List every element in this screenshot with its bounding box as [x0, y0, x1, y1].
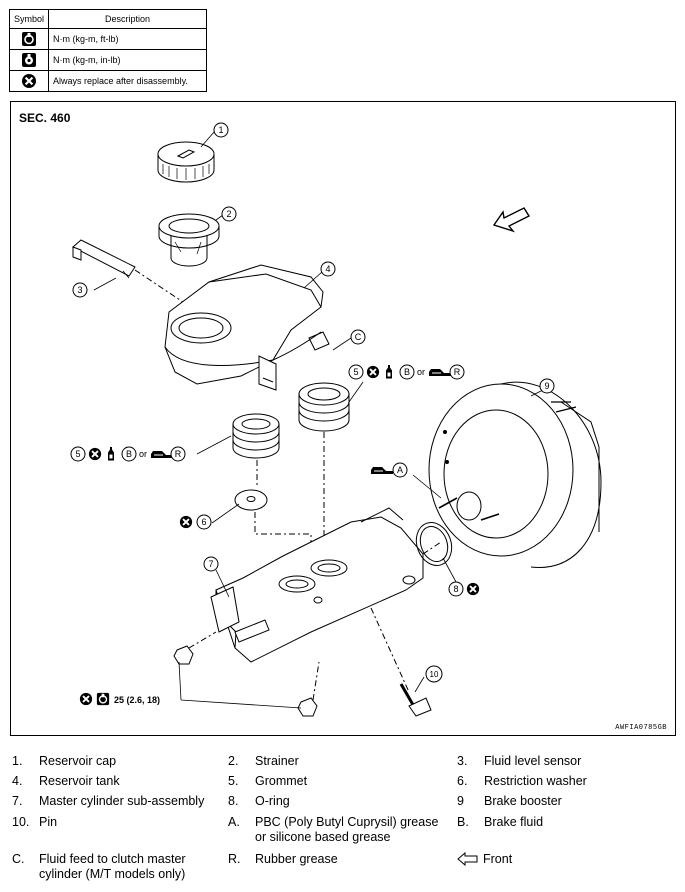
svg-text:R: R: [175, 449, 182, 459]
torque-nm-kgm-ftlb-icon: [96, 692, 110, 706]
always-replace-icon: [466, 582, 480, 596]
svg-text:R: R: [454, 367, 461, 377]
rubber-grease-icon: [151, 450, 173, 459]
svg-text:B: B: [404, 367, 410, 377]
list-item: C.Fluid feed to clutch master cylinder (…: [12, 852, 186, 881]
svg-text:4: 4: [325, 264, 330, 274]
svg-text:1: 1: [218, 125, 223, 135]
list-item: 10.Pin: [12, 815, 58, 829]
grommet-drawing: [232, 382, 350, 459]
brake-fluid-icon: [107, 446, 115, 461]
legend-row: N·m (kg-m, ft-lb): [8, 28, 207, 50]
svg-text:or: or: [139, 449, 147, 459]
restriction-washer-drawing: [234, 432, 325, 557]
list-item: 8.O-ring: [228, 794, 290, 808]
reservoir-cap-drawing: [157, 141, 215, 183]
list-item: Front: [457, 851, 668, 870]
reservoir-tank-drawing: [164, 264, 330, 391]
list-item: 2.Strainer: [228, 754, 299, 768]
torque-nm-kgm-inlb-icon: [8, 49, 50, 71]
rubber-grease-icon: [429, 368, 451, 377]
svg-text:3: 3: [77, 285, 82, 295]
svg-text:6: 6: [201, 517, 206, 527]
list-item: 6.Restriction washer: [457, 774, 587, 788]
exploded-diagram: 1 2 3 4 C 9 7 10 5 B or R 5 B or R: [10, 101, 676, 736]
legend-description: N·m (kg-m, in-lb): [48, 49, 207, 71]
svg-text:8: 8: [453, 584, 458, 594]
always-replace-icon: [8, 70, 50, 92]
list-item: 7.Master cylinder sub-assembly: [12, 794, 205, 808]
legend-row: N·m (kg-m, in-lb): [8, 49, 207, 71]
brake-booster-drawing: [428, 381, 602, 569]
callout-7: 7: [203, 556, 219, 572]
svg-text:9: 9: [544, 381, 549, 391]
callout-2: 2: [221, 206, 237, 222]
always-replace-icon: [179, 515, 193, 529]
brake-fluid-icon: [385, 364, 393, 379]
always-replace-icon: [366, 365, 380, 379]
callout-8: 8: [448, 581, 480, 597]
front-arrow-icon: [492, 207, 531, 233]
list-item: R.Rubber grease: [228, 852, 338, 866]
pin-drawing: [370, 607, 432, 717]
legend-description: N·m (kg-m, ft-lb): [48, 28, 207, 50]
front-arrow-icon: [457, 851, 483, 870]
master-cylinder-drawing: [210, 507, 442, 663]
list-item: 3.Fluid level sensor: [457, 754, 582, 768]
legend-header-description: Description: [48, 9, 207, 29]
callout-5-upper: 5 B or R: [348, 364, 465, 380]
callout-5-lower: 5 B or R: [70, 446, 186, 462]
always-replace-icon: [88, 447, 102, 461]
silicone-grease-icon: [371, 466, 393, 475]
callout-c: C: [350, 329, 366, 345]
callout-3: 3: [72, 282, 88, 298]
callout-a: A: [371, 462, 408, 478]
svg-text:10: 10: [430, 670, 439, 679]
svg-text:7: 7: [208, 559, 213, 569]
callout-1: 1: [213, 122, 229, 138]
figure-code: AWFIA0785GB: [615, 724, 667, 732]
list-item: B.Brake fluid: [457, 815, 544, 829]
list-item: 1.Reservoir cap: [12, 754, 117, 768]
svg-text:B: B: [126, 449, 132, 459]
legend-description: Always replace after disassembly.: [48, 70, 207, 92]
legend-header-symbol: Symbol: [8, 9, 50, 29]
svg-text:or: or: [417, 367, 425, 377]
list-item: A.PBC (Poly Butyl Cuprysil) grease or si…: [228, 815, 439, 844]
legend-row: Always replace after disassembly.: [8, 70, 207, 92]
exploded-diagram-art: 1 2 3 4 C 9 7 10 5 B or R 5 B or R: [70, 122, 602, 717]
callout-6: 6: [179, 514, 212, 530]
torque-spec: 25 (2.6, 18): [79, 692, 160, 706]
nut-drawing: [173, 631, 320, 717]
callout-9: 9: [539, 378, 555, 394]
svg-text:A: A: [397, 465, 403, 475]
svg-text:C: C: [355, 332, 362, 342]
list-item: 5.Grommet: [228, 774, 308, 788]
list-item: 4.Reservoir tank: [12, 774, 120, 788]
svg-text:25 (2.6, 18): 25 (2.6, 18): [114, 695, 160, 705]
svg-text:5: 5: [75, 449, 80, 459]
fluid-level-sensor-drawing: [72, 239, 187, 305]
callout-4: 4: [320, 261, 336, 277]
callout-10: 10: [425, 665, 443, 683]
svg-text:5: 5: [353, 367, 358, 377]
always-replace-icon: [79, 692, 93, 706]
o-ring-drawing: [415, 522, 453, 566]
section-label: SEC. 460: [19, 111, 71, 125]
strainer-drawing: [158, 213, 220, 267]
torque-nm-kgm-ftlb-icon: [8, 28, 50, 50]
svg-text:2: 2: [226, 209, 231, 219]
symbol-legend-table: Symbol Description N·m (kg-m, ft-lb) N·m…: [8, 9, 207, 92]
legend-header-row: Symbol Description: [8, 9, 207, 29]
